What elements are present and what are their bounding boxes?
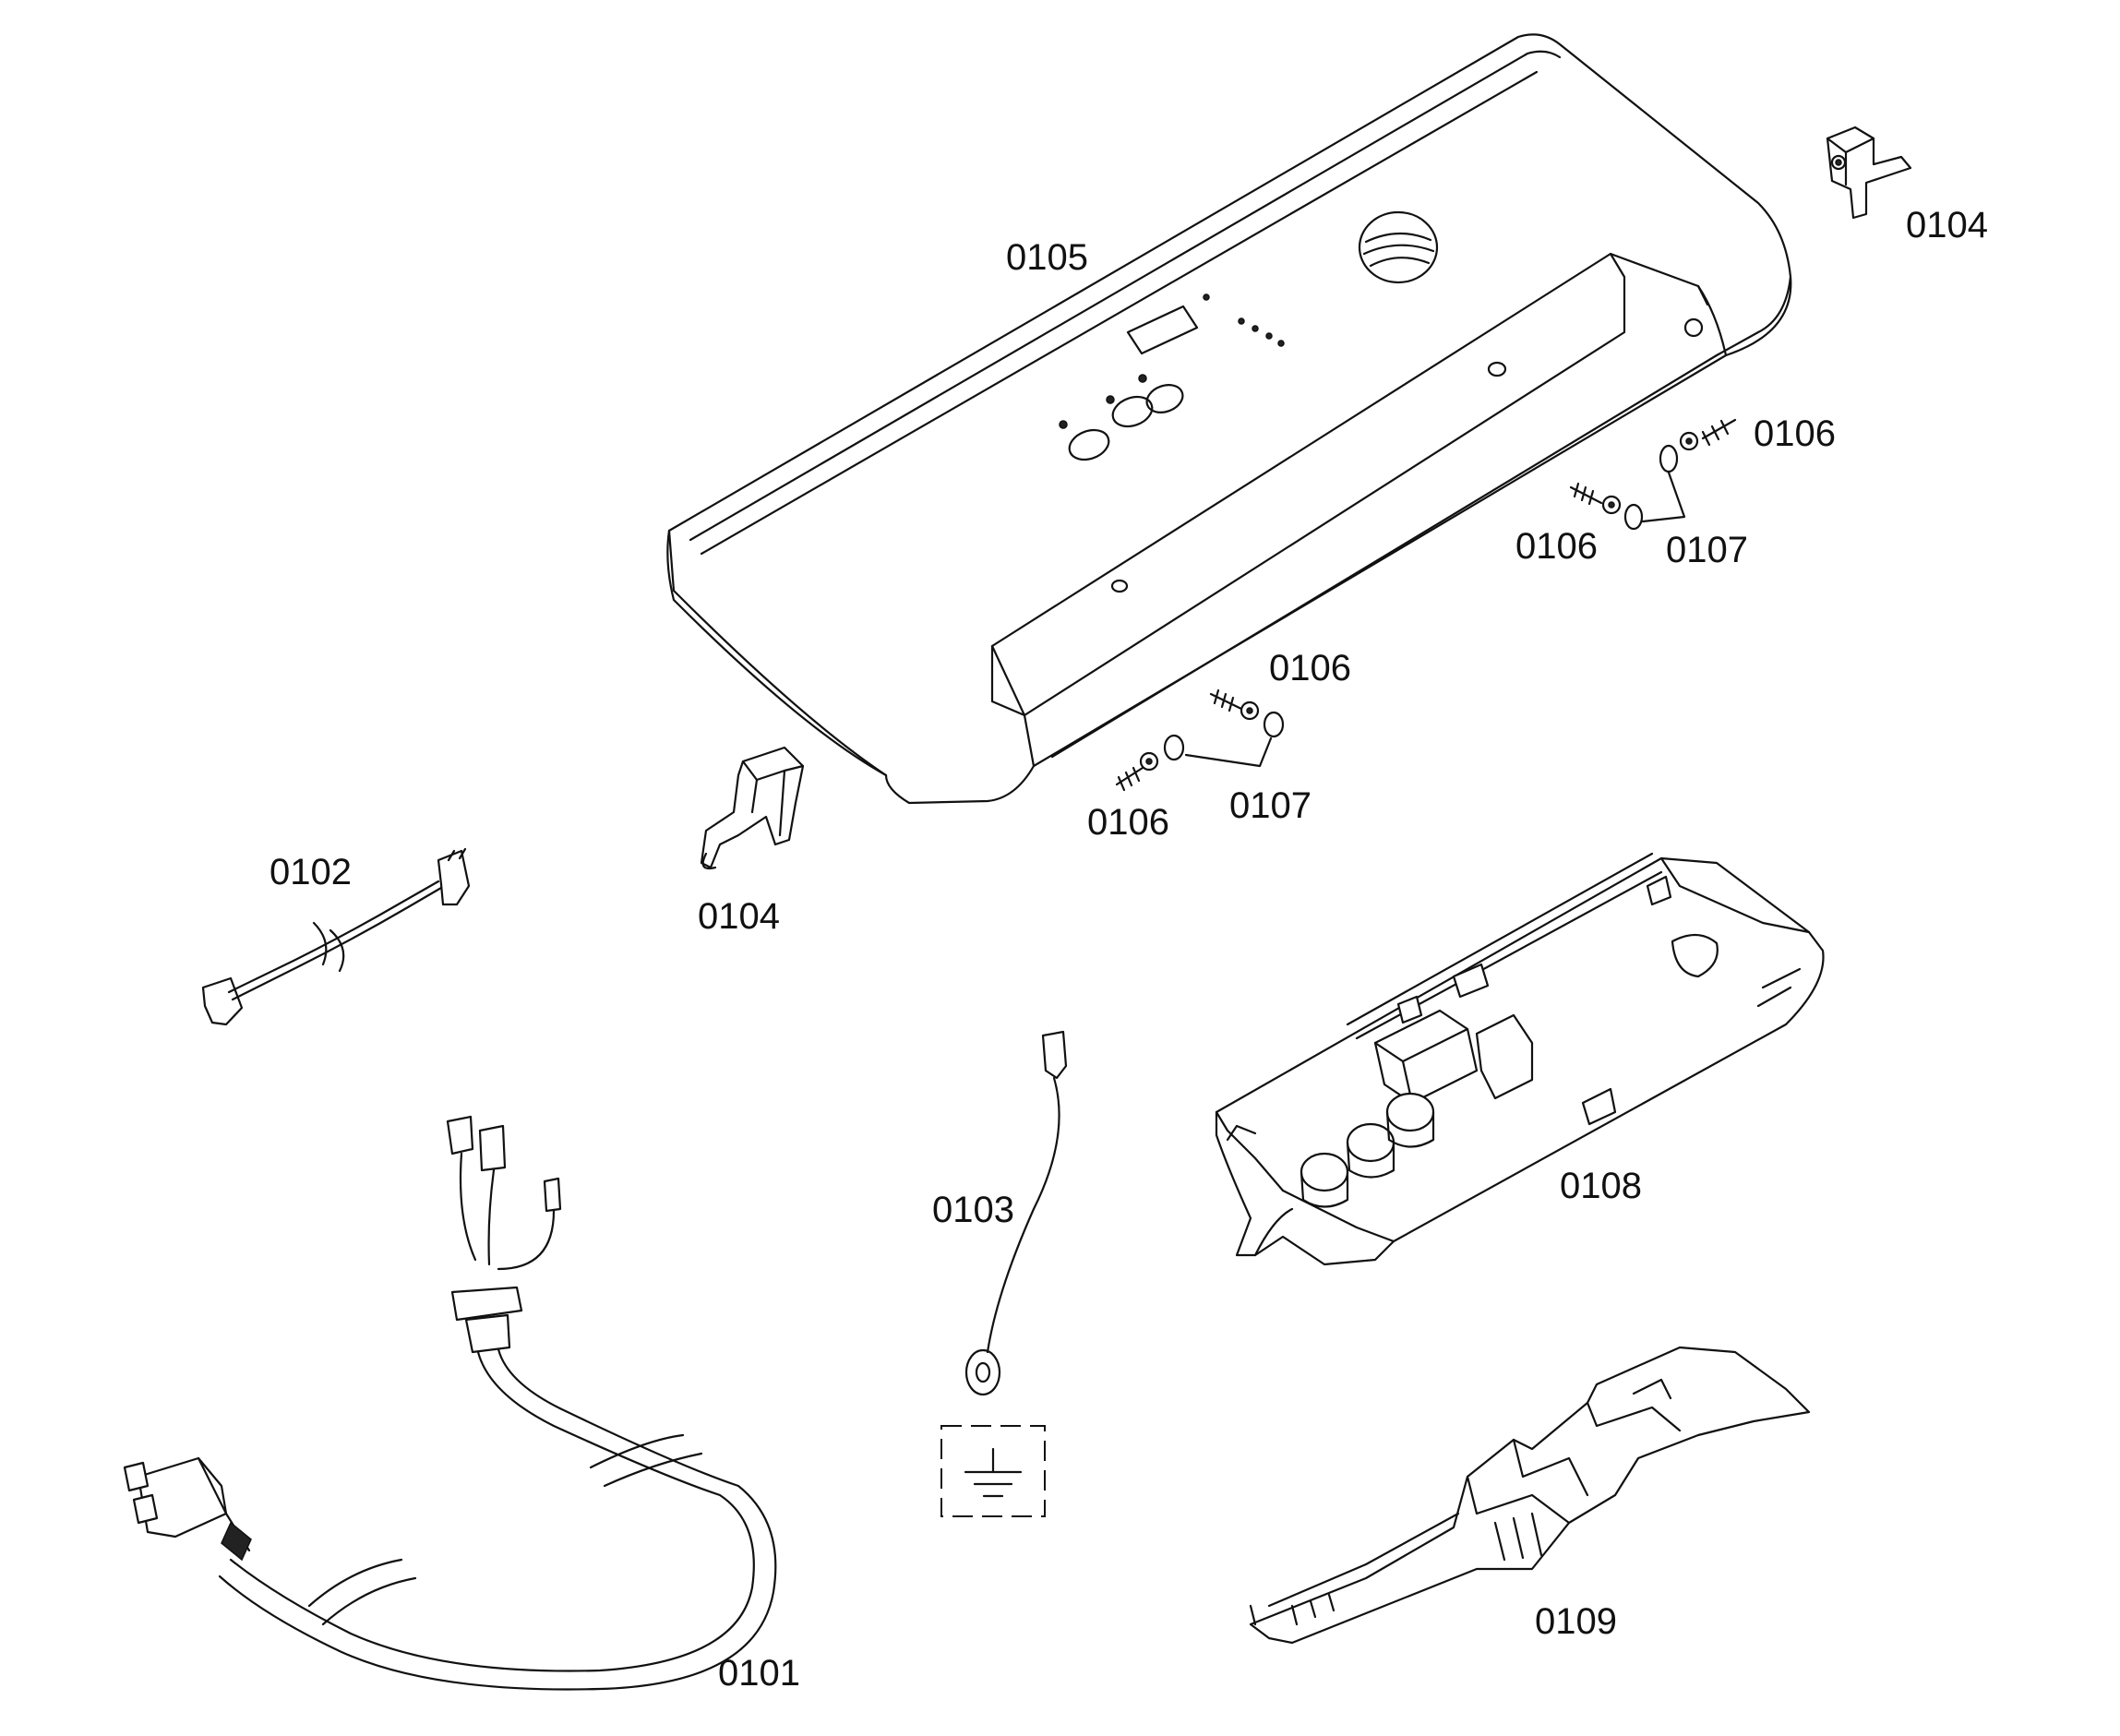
label-0105: 0105 — [1006, 237, 1088, 278]
button-hole-3 — [1145, 384, 1184, 413]
label-0101: 0101 — [718, 1653, 800, 1694]
bracket-left-part[interactable]: 0104 — [698, 746, 805, 937]
module-knob-1-icon — [1300, 1152, 1349, 1208]
control-module-part[interactable]: 0108 — [1215, 852, 1825, 1266]
label-0104-left: 0104 — [698, 896, 780, 937]
label-0106-upper-right: 0106 — [1754, 413, 1836, 454]
bracket-right-part[interactable]: 0104 — [1826, 126, 1988, 245]
label-0103: 0103 — [932, 1190, 1014, 1230]
label-0106-lower-right: 0106 — [1269, 648, 1351, 688]
screw-upper-left[interactable] — [1569, 482, 1622, 515]
light-pipe-part[interactable]: 0109 — [1249, 1346, 1811, 1645]
washers-lower[interactable] — [1163, 711, 1285, 768]
module-knob-3-icon — [1385, 1092, 1435, 1148]
selector-knob-icon — [1358, 210, 1439, 284]
label-0109: 0109 — [1535, 1601, 1617, 1642]
label-0102: 0102 — [269, 852, 352, 892]
label-0108: 0108 — [1560, 1166, 1642, 1206]
button-hole-2 — [1111, 395, 1154, 428]
washers-upper[interactable] — [1623, 444, 1686, 531]
label-0106-upper-left: 0106 — [1515, 526, 1598, 567]
screw-lower-right[interactable] — [1209, 688, 1260, 721]
power-cord-part[interactable]: 0101 — [123, 1115, 800, 1694]
ground-symbol-icon — [940, 1425, 1046, 1517]
label-0107-lower: 0107 — [1229, 785, 1312, 826]
screw-upper-right[interactable] — [1679, 418, 1737, 451]
control-panel-part[interactable]: 0105 — [666, 33, 1792, 805]
ground-wire-part[interactable]: 0103 — [932, 1030, 1068, 1396]
label-0106-lower-left: 0106 — [1087, 802, 1169, 843]
button-hole-1 — [1068, 428, 1110, 461]
label-0104-right: 0104 — [1906, 205, 1988, 245]
label-0107-upper: 0107 — [1666, 530, 1748, 570]
wire-harness-part[interactable]: 0102 — [201, 847, 471, 1026]
screw-lower-left[interactable] — [1115, 751, 1159, 792]
display-window — [1126, 305, 1199, 355]
